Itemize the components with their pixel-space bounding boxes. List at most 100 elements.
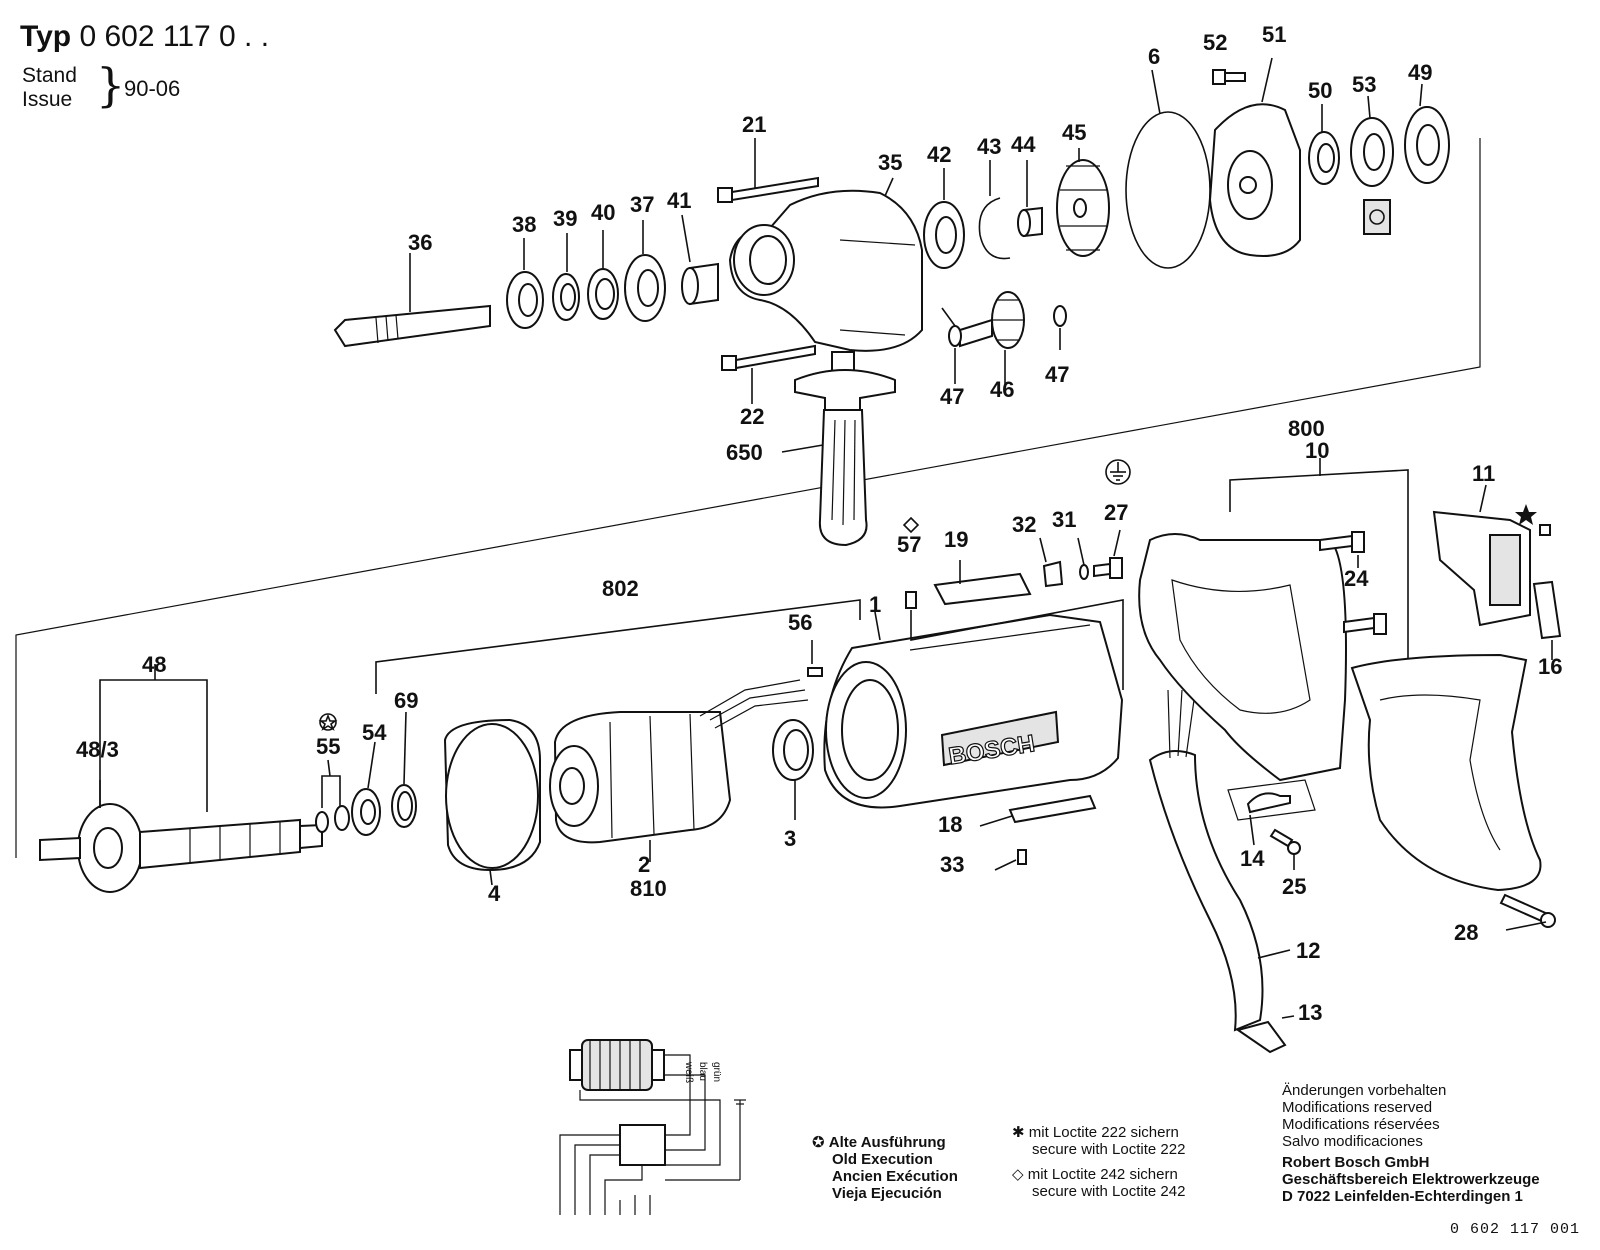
part-54-bearing — [351, 741, 381, 836]
part-2-field — [549, 679, 809, 862]
loctite-222-star-icon — [1515, 504, 1537, 525]
part-48-armature — [39, 664, 323, 893]
part-10-handle-half — [1138, 458, 1409, 782]
part-labels: 1 2 3 4 6 10 11 12 13 14 16 18 19 21 22 … — [76, 22, 1562, 1025]
part-label: 1 — [869, 592, 881, 617]
part-47-washer-right — [1053, 305, 1067, 350]
note-line: Salvo modificaciones — [1282, 1133, 1423, 1150]
part-52-screw — [1212, 69, 1246, 85]
part-label: 802 — [602, 576, 639, 601]
part-36-spindle — [333, 253, 491, 348]
part-28-screw — [1499, 893, 1556, 931]
part-27-screw — [1093, 529, 1123, 579]
modification-notes: Änderungen vorbehalten Modifications res… — [1282, 1082, 1540, 1205]
part-24-screws — [1319, 531, 1387, 635]
part-650-aux-handle — [781, 351, 896, 547]
legend-old-line: Alte Ausführung — [828, 1134, 946, 1151]
part-label: 14 — [1240, 846, 1265, 871]
part-label: 650 — [726, 440, 763, 465]
part-handle-shell — [1350, 653, 1542, 892]
part-label: 31 — [1052, 507, 1076, 532]
part-55-washers — [315, 759, 350, 833]
part-label: 21 — [742, 112, 766, 137]
part-label: 41 — [667, 188, 691, 213]
part-label: 24 — [1344, 566, 1369, 591]
part-32-clip — [1039, 537, 1064, 588]
part-35-gear-housing — [728, 177, 923, 352]
issue-label: Issue — [22, 88, 73, 111]
ground-symbol-icon — [1105, 459, 1131, 485]
part-43-circlip — [978, 160, 1011, 260]
part-label: 51 — [1262, 22, 1286, 47]
loctite-222-star-icon: ✱ — [1012, 1123, 1025, 1141]
part-18-plate — [979, 794, 1097, 827]
part-label: 40 — [591, 200, 615, 225]
legend-242-line: mit Loctite 242 sichern — [1027, 1166, 1178, 1183]
part-label: 19 — [944, 527, 968, 552]
document-number: 0 602 117 001 — [1449, 1221, 1580, 1238]
note-line: Modifications réservées — [1282, 1116, 1440, 1133]
legend-old-execution: ✪ Alte Ausführung Old Execution Ancien E… — [812, 1134, 958, 1203]
part-57-screw — [905, 591, 1124, 690]
part-11-switch — [1432, 484, 1531, 627]
part-37-bearing — [624, 220, 666, 322]
legend-old-line: Vieja Ejecución — [832, 1185, 942, 1202]
part-label: 800 — [1288, 416, 1325, 441]
part-label: 45 — [1062, 120, 1086, 145]
part-38-ring — [506, 238, 544, 329]
part-label: 37 — [630, 192, 654, 217]
part-1-motor-housing — [823, 611, 1124, 809]
type-label: Typ — [20, 20, 72, 53]
part-label: 12 — [1296, 938, 1320, 963]
wire-label-green: grün — [711, 1062, 722, 1082]
part-label: 44 — [1011, 132, 1036, 157]
part-label: 2 — [638, 852, 650, 877]
part-21-screw — [717, 138, 819, 203]
part-label: 18 — [938, 812, 962, 837]
company-line: D 7022 Leinfelden-Echterdingen 1 — [1282, 1188, 1523, 1205]
loctite-tube-icon — [1363, 199, 1391, 235]
brace-glyph: } — [96, 58, 126, 112]
part-13-cable-end — [1235, 1015, 1295, 1054]
part-label: 36 — [408, 230, 432, 255]
part-39-ring — [552, 233, 580, 321]
part-label: 35 — [878, 150, 902, 175]
loctite-242-diamond-icon — [902, 516, 920, 534]
part-label: 52 — [1203, 30, 1227, 55]
part-label: 25 — [1282, 874, 1306, 899]
part-50-washer — [1308, 104, 1340, 185]
part-33-screw — [994, 849, 1027, 871]
part-label: 49 — [1408, 60, 1432, 85]
stand-label: Stand — [22, 64, 77, 87]
legend-222-line: mit Loctite 222 sichern — [1028, 1124, 1179, 1141]
part-19-plate — [933, 560, 1032, 606]
part-label: 48 — [142, 652, 166, 677]
part-label: 6 — [1148, 44, 1160, 69]
legend-loctite-242: ◇ mit Loctite 242 sichern secure with Lo… — [1012, 1166, 1186, 1201]
part-44-bushing — [1017, 160, 1043, 238]
part-25-screw — [1269, 828, 1301, 870]
part-56-pin — [807, 640, 823, 677]
part-label: 38 — [512, 212, 536, 237]
frame-line — [15, 138, 1481, 858]
wiring-schematic: weiß blau grün — [559, 1039, 746, 1215]
company-line: Robert Bosch GmbH — [1282, 1154, 1430, 1171]
bracket-802 — [375, 599, 861, 694]
legend-242-line: secure with Loctite 242 — [1032, 1183, 1186, 1200]
part-label: 4 — [488, 881, 501, 906]
part-14-cable-clamp — [1227, 779, 1316, 846]
old-execution-star-circle-icon — [318, 713, 338, 731]
part-label: 54 — [362, 720, 387, 745]
part-42-bearing — [923, 168, 965, 269]
part-16-lock — [1532, 580, 1562, 660]
part-45-gear — [1056, 148, 1110, 257]
part-label: 3 — [784, 826, 796, 851]
part-label: 47 — [940, 384, 964, 409]
part-label: 53 — [1352, 72, 1376, 97]
part-label: 43 — [977, 134, 1001, 159]
part-label: 13 — [1298, 1000, 1322, 1025]
part-label: 28 — [1454, 920, 1478, 945]
part-69-ring — [391, 711, 417, 828]
part-22-screw — [721, 344, 816, 404]
